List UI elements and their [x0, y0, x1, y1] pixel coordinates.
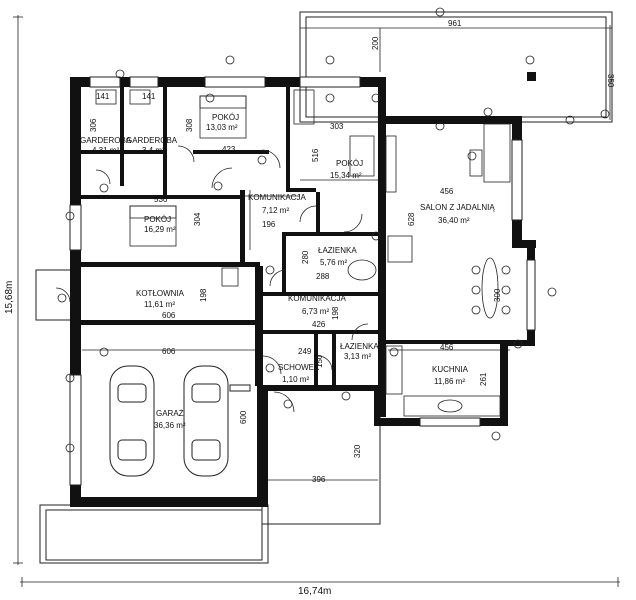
room-area-lazienka2: 3,13 m² [344, 352, 371, 361]
dim-303: 303 [330, 122, 344, 131]
dim-961: 961 [448, 19, 462, 28]
dim-288: 288 [316, 272, 330, 281]
dim-350: 350 [606, 74, 615, 88]
dimension-labels: 961 200 350 141 141 306 308 423 303 516 … [89, 19, 615, 484]
dim-600: 600 [239, 410, 248, 424]
dim-261: 261 [479, 372, 488, 386]
overall-width: 16,74m [298, 586, 331, 597]
room-name-kotlownia: KOTŁOWNIA [136, 289, 185, 298]
dim-249: 249 [298, 347, 312, 356]
furniture [95, 89, 511, 417]
dimension-lines [13, 15, 620, 587]
dim-198b: 198 [331, 306, 340, 320]
room-name-garderoba2: GARDEROBA [126, 136, 178, 145]
room-area-pokoj3: 16,29 m² [144, 225, 176, 234]
room-name-komunikacja1: KOMUNIKACJA [248, 193, 306, 202]
dim-308: 308 [185, 118, 194, 132]
dim-150: 150 [315, 354, 324, 368]
room-name-pokoj2: POKÓJ [336, 159, 363, 168]
room-name-salon: SALON Z JADALNIĄ [420, 203, 495, 212]
room-area-chowek: 1,10 m² [282, 375, 309, 384]
room-area-komunikacja1: 7,12 m² [262, 206, 289, 215]
room-name-kuchnia: KUCHNIA [432, 365, 469, 374]
doors [55, 145, 369, 413]
room-area-salon: 36,40 m² [438, 216, 470, 225]
dim-606a: 606 [162, 311, 176, 320]
overall-height: 15,68m [4, 281, 15, 314]
dim-141a: 141 [96, 92, 110, 101]
room-name-garderoba1: GARDEROBA [80, 136, 132, 145]
room-area-kotlownia: 11,61 m² [144, 300, 175, 309]
dim-456b: 456 [440, 343, 454, 352]
room-area-lazienka1: 5,76 m² [320, 258, 347, 267]
dim-396: 396 [312, 475, 326, 484]
room-name-lazienka2: ŁAZIENKA [340, 342, 379, 351]
room-name-pokoj1: POKÓJ [212, 113, 239, 122]
elevation-markers [57, 7, 610, 453]
room-area-pokoj1: 13,03 m² [206, 123, 238, 132]
room-area-kuchnia: 11,86 m² [434, 377, 465, 386]
cars [109, 365, 229, 477]
dim-320: 320 [353, 444, 362, 458]
room-name-komunikacja2: KOMUNIKACJA [288, 294, 346, 303]
dim-423: 423 [222, 145, 236, 154]
room-labels: GARDEROBA 4,31 m² GARDEROBA 3,4 m² POKÓJ… [80, 113, 495, 430]
room-area-komunikacja2: 6,73 m² [302, 307, 329, 316]
room-area-garderoba2: 3,4 m² [142, 146, 165, 155]
dim-536: 536 [154, 195, 168, 204]
dim-304: 304 [193, 212, 202, 226]
dim-456a: 456 [440, 187, 454, 196]
dim-198a: 198 [199, 288, 208, 302]
dim-300: 300 [493, 288, 502, 302]
dim-200: 200 [371, 36, 380, 50]
windows [69, 76, 536, 486]
room-name-garaz: GARAŻ [156, 409, 184, 418]
dim-628: 628 [407, 212, 416, 226]
dim-306: 306 [89, 118, 98, 132]
room-name-chowek: SCHOWEK [278, 363, 320, 372]
dim-426: 426 [312, 320, 326, 329]
chimney [527, 72, 536, 81]
room-name-lazienka1: ŁAZIENKA [318, 246, 357, 255]
dim-516: 516 [311, 148, 320, 162]
room-area-garderoba1: 4,31 m² [92, 146, 119, 155]
room-name-pokoj3: POKÓJ [144, 215, 171, 224]
room-area-pokoj2: 15,34 m² [330, 171, 362, 180]
dim-606b: 606 [162, 347, 176, 356]
dim-141b: 141 [142, 92, 156, 101]
dim-280: 280 [301, 250, 310, 264]
room-area-garaz: 36,36 m² [154, 421, 186, 430]
dim-196: 196 [262, 220, 276, 229]
